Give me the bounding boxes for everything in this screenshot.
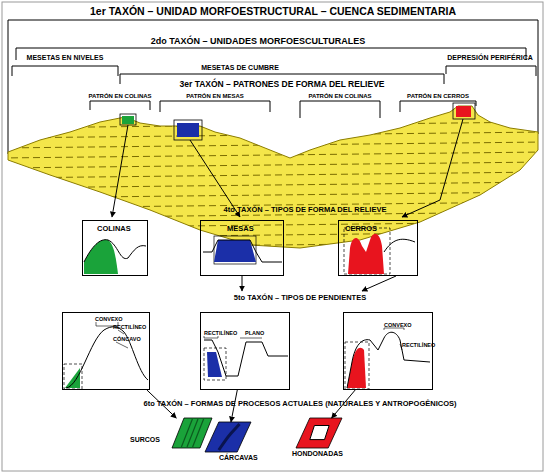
node-label: CERROS — [345, 225, 377, 233]
slope-box: CONVEXO RECTILÍNEO CÓNCAVO — [62, 312, 150, 390]
stratum — [0, 192, 546, 198]
taxon-label: 3er TAXÓN – PATRONES DE FORMA DEL RELIEV… — [180, 80, 385, 89]
taxon-label: 2do TAXÓN – UNIDADES MORFOESCULTURALES — [151, 37, 366, 46]
node-label: CÓNCAVO — [113, 337, 141, 343]
process-shape: SURCOS — [172, 418, 212, 448]
slope-line — [347, 332, 430, 388]
node-label: MESAS — [227, 225, 254, 233]
taxon-label: 6to TAXÓN – FORMAS DE PROCESOS ACTUALES … — [143, 400, 456, 408]
unit-label: PATRÓN EN MESAS — [186, 93, 243, 99]
slope-box: RECTILÍNEO PLANO — [200, 312, 290, 390]
bracket-line — [90, 101, 150, 110]
relief-line — [203, 240, 282, 262]
hill-peak-sample — [456, 106, 471, 117]
unit-label: PATRÓN EN COLINAS — [88, 93, 151, 99]
sample-frame — [174, 120, 202, 140]
slope-profiles — [64, 322, 430, 389]
sample-frame — [120, 114, 136, 125]
slope-box: CONVEXO RECTILÍNEO — [343, 312, 433, 390]
gully-line — [219, 424, 240, 450]
relief-line — [84, 240, 146, 262]
slope-form — [347, 348, 366, 388]
process-label: HONDONADAS — [292, 450, 343, 457]
node-label: RECTILÍNEO — [204, 331, 237, 337]
furrow-line — [187, 419, 198, 447]
relief-form-box: CERROS — [338, 220, 418, 276]
furrow-line — [181, 419, 192, 447]
hollow-mark — [310, 426, 329, 440]
node-label: RECTILÍNEO — [113, 325, 146, 331]
relief-line — [384, 239, 415, 252]
process-shape: HONDONADAS — [296, 418, 342, 448]
bracket-line — [446, 66, 536, 76]
slope-leader — [384, 328, 404, 350]
shape-outline — [172, 418, 212, 448]
leader-arrows — [112, 119, 463, 291]
unit-label: MESETAS EN NIVELES — [27, 54, 104, 61]
furrow-line — [193, 419, 204, 447]
hill-sample — [122, 116, 134, 124]
stratum — [0, 182, 546, 188]
node-label: PLANO — [245, 331, 264, 337]
slope-line — [66, 327, 148, 388]
sample-frame — [344, 228, 390, 274]
hill-form — [84, 240, 118, 274]
process-label: CÁRCAVAS — [219, 454, 258, 461]
parallelogram — [205, 422, 251, 452]
taxon-label: 5to TAXÓN – TIPOS DE PENDIENTES — [234, 294, 366, 302]
taxon-label: 1er TAXÓN – UNIDAD MORFOESTRUCTURAL – CU… — [90, 6, 456, 17]
parallelogram — [296, 418, 342, 448]
sedimentary-basin — [8, 106, 538, 248]
leader-arrow — [362, 276, 396, 291]
relief-forms — [84, 228, 415, 274]
slope-line — [204, 340, 288, 376]
node-label: CONVEXO — [95, 317, 123, 323]
bracket-line — [12, 66, 118, 76]
stratum — [0, 132, 546, 138]
taxon-label: 4to TAXÓN – TIPOS DE FORMA DEL RELIEVE — [224, 206, 387, 214]
mesa-sample — [177, 123, 199, 137]
mesa-form — [214, 240, 256, 262]
shape-outline — [205, 422, 251, 452]
sample-frame — [204, 348, 226, 380]
sample-frame — [64, 364, 82, 389]
stratum — [0, 172, 546, 178]
stratum — [0, 152, 546, 158]
relief-form-box: MESAS — [200, 220, 284, 276]
process-label: SURCOS — [130, 436, 160, 443]
parallelogram — [172, 418, 212, 448]
leader-arrow — [112, 125, 128, 217]
unit-label: PATRÓN EN CERROS — [407, 93, 469, 99]
unit-label: MESETAS DE CUMBRE — [201, 64, 279, 71]
stratum — [0, 162, 546, 168]
bracket-line — [300, 101, 380, 118]
node-label: RECTILÍNEO — [402, 343, 435, 349]
leader-arrow — [242, 276, 243, 291]
stratum — [0, 142, 546, 148]
bracket-line — [160, 101, 270, 112]
unit-label: DEPRESIÓN PERIFÉRICA — [447, 54, 533, 61]
node-label: COLINAS — [97, 225, 131, 233]
stratum — [0, 122, 546, 128]
relief-form-box: COLINAS — [82, 220, 148, 276]
shape-outline — [296, 418, 342, 448]
slope-form — [65, 368, 80, 388]
leader-arrow — [402, 119, 463, 217]
sample-frame — [453, 103, 475, 119]
slope-leader — [204, 336, 262, 338]
unit-label: PATRÓN EN COLINAS — [308, 93, 371, 99]
process-shape: CÁRCAVAS — [205, 422, 251, 452]
hill-peak-form — [348, 234, 384, 274]
node-label: CONVEXO — [384, 323, 412, 329]
